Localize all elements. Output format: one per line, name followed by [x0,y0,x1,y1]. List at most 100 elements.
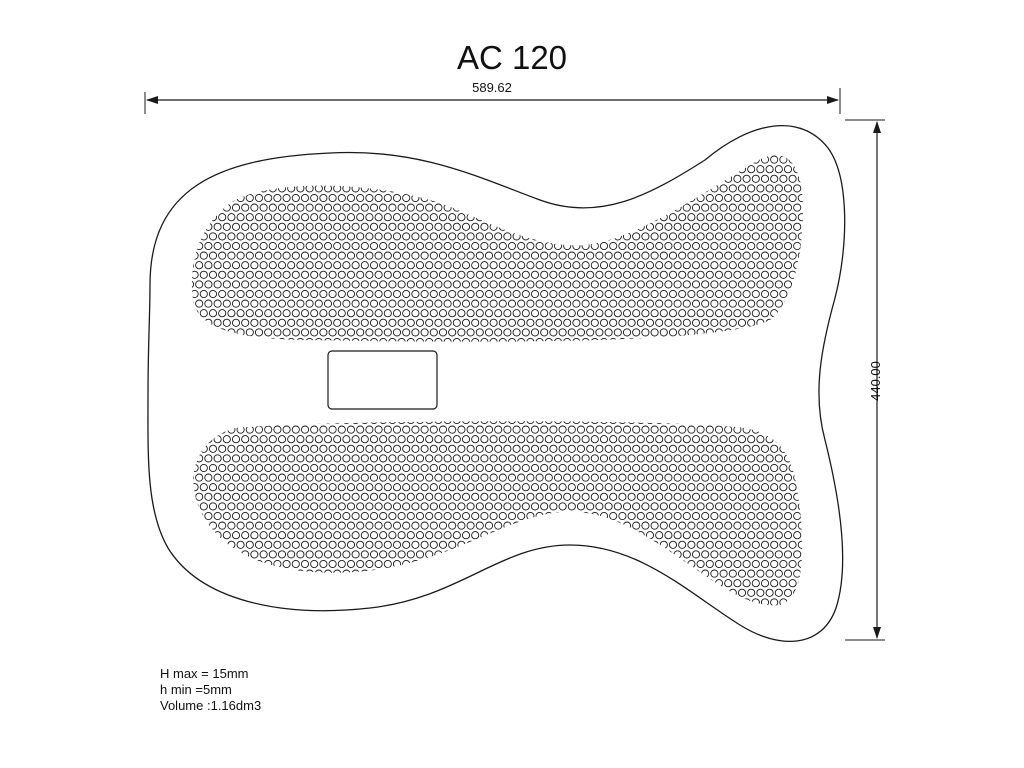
perforation-hole [392,579,402,588]
perforation-hole [245,540,254,549]
perforation-hole [250,337,259,342]
perforation-hole [222,203,231,212]
perforation-hole [415,473,425,482]
perforation-hole [195,569,204,578]
perforation-hole [383,579,392,588]
perforation-hole [254,309,264,318]
perforation-hole [714,521,724,530]
perforation-hole [673,241,682,251]
perforation-hole [650,559,659,569]
perforation-hole [783,203,793,212]
perforation-hole [195,421,204,425]
perforation-hole [609,421,618,425]
perforation-hole [489,165,498,174]
perforation-hole [314,435,323,444]
perforation-hole [374,213,383,222]
perforation-hole [696,502,705,511]
perforation-hole [673,492,682,501]
perforation-hole [590,280,599,289]
perforation-hole [415,421,425,425]
perforation-hole [613,540,622,549]
perforation-hole [494,483,503,492]
perforation-hole [480,261,489,270]
perforation-hole [678,155,687,164]
perforation-hole [268,184,277,193]
perforation-hole [645,165,655,174]
perforation-hole [273,425,282,434]
perforation-hole [609,280,618,289]
perforation-hole [337,521,346,530]
perforation-hole [268,222,277,231]
perforation-hole [337,425,346,434]
perforation-hole [641,270,650,279]
spec-h-max: H max = 15mm [160,666,249,681]
perforation-hole [691,531,701,540]
perforation-hole [668,521,678,530]
perforation-hole [383,289,392,299]
perforation-hole [452,280,461,289]
perforation-hole [277,318,287,327]
perforation-hole [705,174,714,183]
perforation-hole [756,337,765,342]
perforation-hole [517,588,526,597]
perforation-hole [208,463,218,473]
perforation-hole [236,270,245,279]
perforation-hole [254,270,264,279]
perforation-hole [540,232,549,241]
perforation-hole [530,502,540,511]
perforation-hole [774,184,783,193]
perforation-hole [599,280,609,289]
perforation-hole [365,425,374,434]
perforation-hole [392,425,402,434]
perforation-hole [305,588,314,597]
perforation-hole [636,337,645,342]
perforation-hole [619,146,626,153]
perforation-hole [397,222,406,231]
perforation-hole [264,270,273,279]
perforation-hole [227,540,236,549]
perforation-hole [314,569,323,578]
perforation-hole [438,559,448,569]
spec-h-min: h min =5mm [160,682,232,697]
perforation-hole [742,483,751,492]
perforation-hole [540,155,549,164]
perforation-hole [503,155,512,164]
perforation-hole [448,521,457,530]
perforation-hole [231,511,241,521]
perforation-hole [296,492,305,501]
perforation-hole [724,483,733,492]
perforation-hole [742,270,751,279]
perforation-hole [765,280,774,289]
perforation-hole [512,193,521,203]
perforation-hole [323,473,333,482]
perforation-hole [622,540,632,549]
perforation-hole [273,598,282,606]
perforation-hole [231,318,241,327]
perforation-hole [213,337,222,342]
perforation-hole [650,521,659,530]
perforation-hole [503,213,512,222]
perforation-hole [379,550,388,559]
perforation-hole [296,421,305,425]
perforation-hole [204,318,213,327]
perforation-hole [333,473,342,482]
perforation-hole [461,241,471,251]
perforation-hole [461,261,471,270]
perforation-hole [342,473,351,482]
perforation-hole [765,511,774,521]
perforation-hole [466,598,475,606]
perforation-hole [383,270,392,279]
perforation-hole [484,232,494,241]
perforation-hole [195,241,204,251]
perforation-hole [581,435,590,444]
perforation-hole [383,309,392,318]
perforation-hole [737,222,747,231]
perforation-hole [714,193,724,203]
perforation-hole [632,251,641,260]
perforation-hole [687,232,696,241]
perforation-hole [530,328,540,337]
perforation-hole [793,261,802,270]
perforation-hole [678,328,687,337]
perforation-hole [691,261,701,270]
perforation-hole [678,289,687,299]
